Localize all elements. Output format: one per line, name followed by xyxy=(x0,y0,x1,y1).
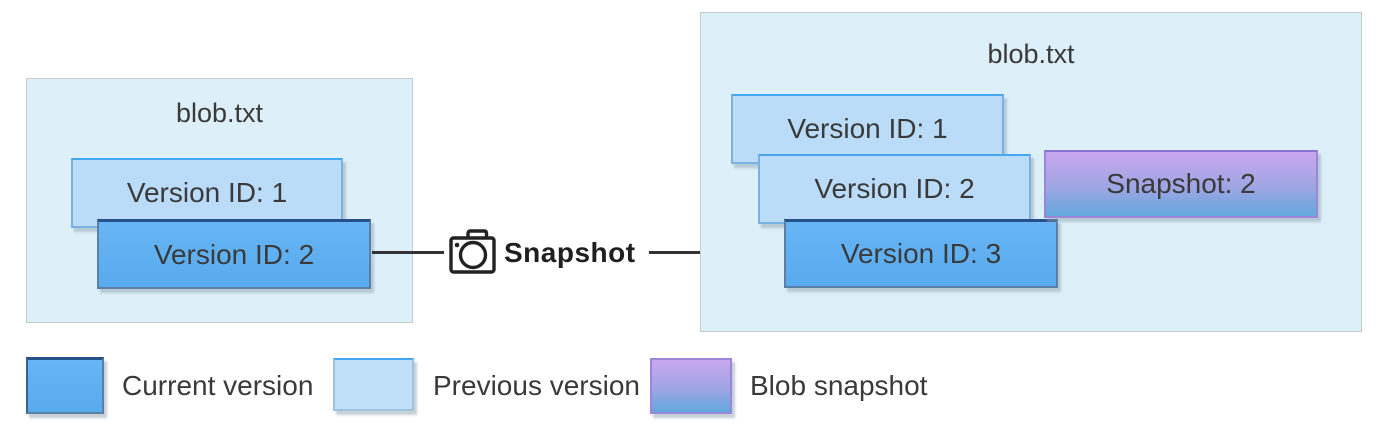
legend-swatch-blob-snapshot xyxy=(650,358,732,414)
legend-label-blob-snapshot: Blob snapshot xyxy=(750,370,928,401)
legend-label-previous-version: Previous version xyxy=(433,370,640,401)
version-label: Version ID: 1 xyxy=(126,177,288,208)
version-label: Version ID: 1 xyxy=(787,113,948,144)
version-box-previous: Version ID: 2 xyxy=(758,154,1031,224)
result-blob-title: blob.txt xyxy=(987,39,1075,69)
version-label: Version ID: 3 xyxy=(840,238,1002,269)
snapshot-action-label: Snapshot xyxy=(504,237,636,268)
source-blob-container: blob.txt Version ID: 1 Version ID: 2 xyxy=(26,78,413,323)
legend-label-current-version: Current version xyxy=(122,370,314,401)
version-box-current: Version ID: 3 xyxy=(784,219,1058,288)
version-box-previous: Version ID: 1 xyxy=(731,94,1004,164)
snapshot-connector-left-line xyxy=(372,251,444,254)
version-box-current: Version ID: 2 xyxy=(97,219,371,289)
legend-swatch-previous-version xyxy=(333,358,414,411)
version-label: Version ID: 2 xyxy=(153,238,315,270)
result-blob-container: blob.txt Version ID: 1 Version ID: 2 Ver… xyxy=(700,12,1362,332)
version-box-previous: Version ID: 1 xyxy=(71,158,343,228)
camera-icon xyxy=(449,229,496,274)
legend-swatch-current-version xyxy=(26,357,104,414)
version-label: Version ID: 2 xyxy=(814,173,975,204)
source-blob-title: blob.txt xyxy=(175,98,264,128)
snapshot-box: Snapshot: 2 xyxy=(1044,150,1318,218)
snapshot-label: Snapshot: 2 xyxy=(1106,168,1256,199)
